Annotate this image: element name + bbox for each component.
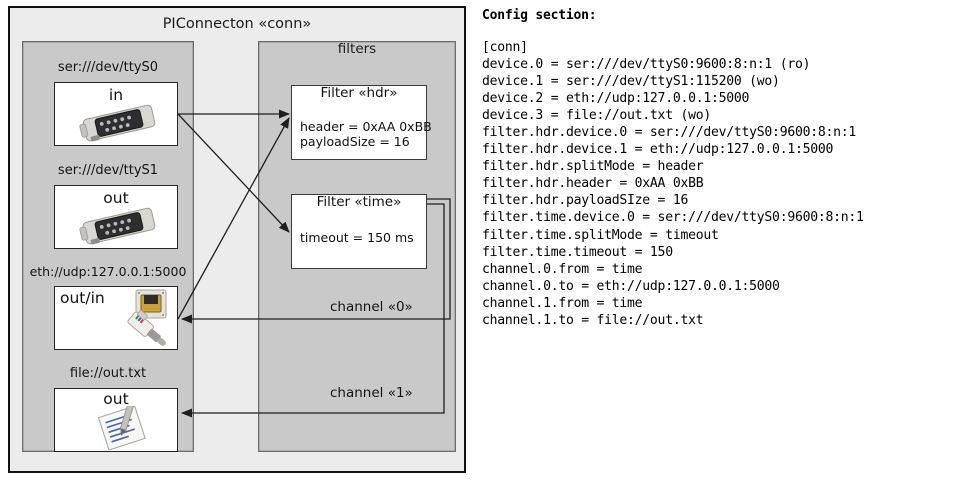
channel-label-0: channel «0»	[330, 299, 413, 315]
text-file-icon	[97, 406, 146, 450]
config-section: Config section: [conn] device.0 = ser://…	[482, 8, 958, 342]
filters-panel-title: filters	[337, 41, 377, 57]
filter-prop: timeout = 150 ms	[300, 230, 414, 245]
config-heading: Config section:	[482, 8, 597, 23]
ethernet-jack-icon	[127, 289, 167, 346]
serial-port-icon	[79, 207, 156, 245]
device-io-2: out/in	[60, 289, 105, 307]
filter-tile-hdr[interactable]	[291, 85, 427, 160]
device-io-0: in	[108, 86, 124, 104]
device-io-3: out	[103, 390, 129, 408]
device-label-1: ser:///dev/ttyS1	[57, 163, 159, 178]
filter-props-time: timeout = 150 ms	[300, 230, 414, 245]
connection-diagram: PIConnecton «conn» ser:///dev/ttyS0 in s…	[8, 6, 466, 473]
filter-prop: payloadSize = 16	[300, 134, 410, 149]
diagram-title: PIConnecton «conn»	[162, 16, 312, 32]
config-code-block[interactable]: [conn] device.0 = ser:///dev/ttyS0:9600:…	[482, 40, 864, 328]
filter-props-hdr: header = 0xAA 0xBB payloadSize = 16	[300, 119, 432, 149]
device-io-1: out	[103, 189, 129, 207]
filter-title-time: Filter «time»	[316, 194, 402, 210]
device-label-0: ser:///dev/ttyS0	[57, 60, 159, 75]
serial-port-icon	[79, 104, 156, 142]
device-label-3: file://out.txt	[69, 366, 147, 381]
filter-prop: header = 0xAA 0xBB	[300, 119, 432, 134]
device-label-2: eth://udp:127.0.0.1:5000	[29, 264, 187, 279]
filter-title-hdr: Filter «hdr»	[320, 85, 398, 101]
channel-label-1: channel «1»	[330, 385, 413, 401]
